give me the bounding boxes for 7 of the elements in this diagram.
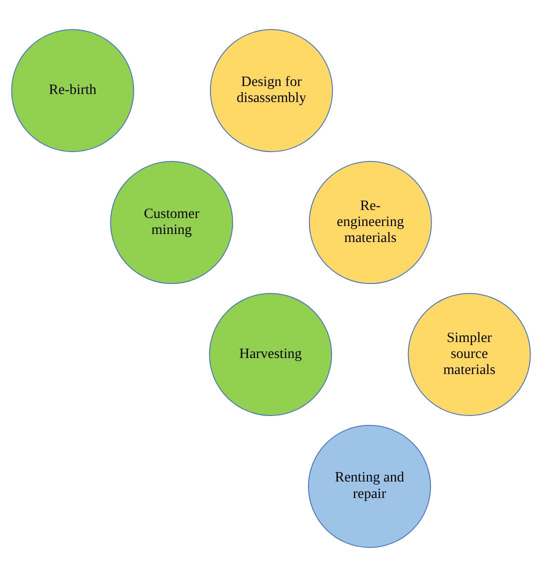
node-circle: Harvesting [209, 292, 332, 416]
node-circle: Re-birth [11, 29, 134, 152]
node-circle: Renting and repair [308, 424, 431, 548]
node-circle: Design for disassembly [210, 29, 333, 152]
node-circle: Re- engineering materials [308, 161, 432, 284]
node-circle: Simpler source materials [408, 292, 531, 416]
node-circle: Customer mining [110, 161, 234, 284]
